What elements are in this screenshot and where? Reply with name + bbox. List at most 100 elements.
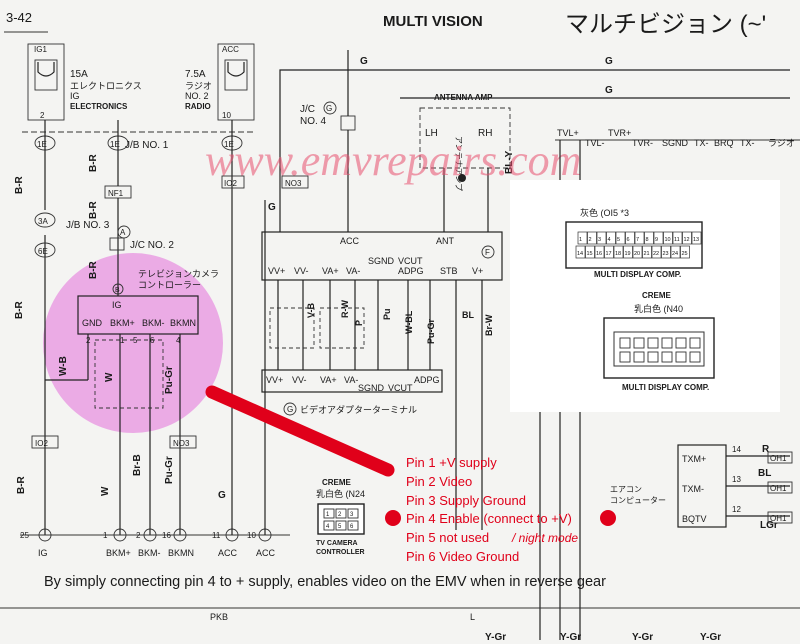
wire-label-g-r2: G [605,85,613,96]
wire-label-br-3: B-R [88,153,99,172]
connector-grid-label: 5 [617,237,620,243]
va-bot-pin-adpg: ADPG [414,375,440,385]
antenna-jp: アンテナアンプ [454,136,463,191]
wire-label-p: P [354,320,364,326]
connector-io2-b-box [31,435,59,449]
connector-g-adapter-label: G [287,405,293,414]
jb1-label: J/B NO. 1 [125,140,169,151]
antenna-rh: RH [478,128,492,139]
radio-pin-tvr-minus: TVR- [632,138,653,148]
watermark: www.emvrepairs.com [205,136,581,185]
connector-oh1-a: OH1 [770,454,787,463]
connector-nf1: NF1 [108,189,124,198]
controller-jp-2: コントローラー [138,280,201,290]
connector-grid-cell [672,231,683,245]
connector-grid-label: 6 [627,237,630,243]
adapter-shield-2 [319,307,365,349]
aircon-num-12: 12 [732,505,741,514]
wire-label-brw: Br-W [484,314,494,336]
connector-grid-label: 18 [615,251,621,257]
svg-text:3A: 3A [38,217,48,226]
video-adapter-bottom-box [261,369,443,393]
wire-label-pu: Pu [382,308,392,320]
annotation-night-mode: / night mode [511,531,578,545]
bottom-label-acc-1: ACC [218,548,238,558]
svg-text:25: 25 [20,531,29,540]
connector-grid-cell [606,231,616,245]
connector-grid-cell [644,231,654,245]
bottom-label-bkm-plus: BKM+ [106,548,131,558]
connector-grid-label: 10 [665,237,671,243]
connector-grid-label: 9 [655,237,658,243]
connector-grid-label: 15 [587,251,593,257]
tv-pin-1: 1 [326,512,330,518]
connector-no3-b-box [169,435,197,449]
bottom-label-bkm-minus: BKM- [138,548,161,558]
annotation-pin-4: Pin 4 Enable (connect to +V) [406,511,572,526]
connector-no3-b: NO3 [173,439,190,448]
connector-grid-label: 14 [577,251,583,257]
connector-grid-cell [625,231,635,245]
connector-grid-cell [613,245,624,259]
va-bot-pin-va-plus: VA+ [320,375,337,385]
connector-grid-label: 21 [644,251,650,257]
highlight-circle [43,253,223,433]
annotation-pin-5: Pin 5 not used [406,530,489,545]
tv-pin-5: 5 [338,524,342,530]
connector-oh1-b-box [767,481,793,494]
wire-label-br-5: B-R [88,260,99,279]
connector-grid-cell [575,245,586,259]
jc4-label-1: J/C [300,104,315,115]
connector-oh1-c-box [767,511,793,524]
va-top-pin-va-minus: VA- [346,266,360,276]
controller-pin-b-circle [112,283,124,295]
wire-label-pugr-1: Pu-Gr [164,366,175,394]
connector-g-label: G [326,104,332,113]
radio-pin-tvl-minus: TVL- [585,138,605,148]
shield-region [94,339,164,409]
inset-caption-1: MULTI DISPLAY COMP. [594,270,681,279]
connector-grid-label: 19 [625,251,631,257]
connector-io2-a: IO2 [224,179,237,188]
bottom-pin-10: 10 [247,531,256,540]
red-pointer-line [205,385,395,477]
wire-label-pugr-3: Pu-Gr [426,319,436,344]
va-top-pin-vcut: VCUT [398,256,423,266]
tv-pin-2: 2 [338,512,342,518]
va-bot-pin-vv-plus: VV+ [266,375,283,385]
bottom-pin-2: 2 [136,531,141,540]
connector-6e: 6E [34,242,56,258]
adapter-shield-1 [269,307,315,349]
fuse-ig-conn: IG1 [34,45,47,54]
wire-top-right [400,69,790,99]
connector-grid-label: 3 [598,237,601,243]
bottom-pin-11: 11 [212,531,221,540]
radio-pin-tx-1: TX- [694,138,709,148]
va-bot-pin-va-minus: VA- [344,375,358,385]
controller-jp-1: テレビジョンカメラ [138,269,219,279]
connector-grid-label: 24 [672,251,678,257]
connector-grid-cell [691,231,702,245]
aircon-num-13: 13 [732,475,741,484]
fuse-ig-box [27,43,65,121]
page-number: 3-42 [6,10,32,25]
bottom-pin-2-circle [143,528,157,542]
wire-label-w-2: W [100,486,111,496]
bottom-pin-1: 1 [103,531,108,540]
aircon-pin-txm-plus: TXM+ [682,454,706,464]
connector-grid-cell [663,231,673,245]
fuse-ig-amp: 15A [70,69,88,80]
wire-adapter-bundle [277,280,483,530]
tv-pin-4: 4 [326,524,330,530]
connector-g-circle [323,101,337,115]
bottom-label-l: L [470,612,475,622]
connector-io2-b: IO2 [35,439,48,448]
annotation-pin-3: Pin 3 Supply Ground [406,493,526,508]
va-top-pin-vv-plus: VV+ [268,266,285,276]
va-bot-pin-vcut: VCUT [388,383,413,393]
bottom-label-ig: IG [38,548,48,558]
wire-label-bl-2: BL [758,468,771,479]
svg-text:1E: 1E [110,140,120,149]
wire-label-g-mid: G [268,202,276,213]
